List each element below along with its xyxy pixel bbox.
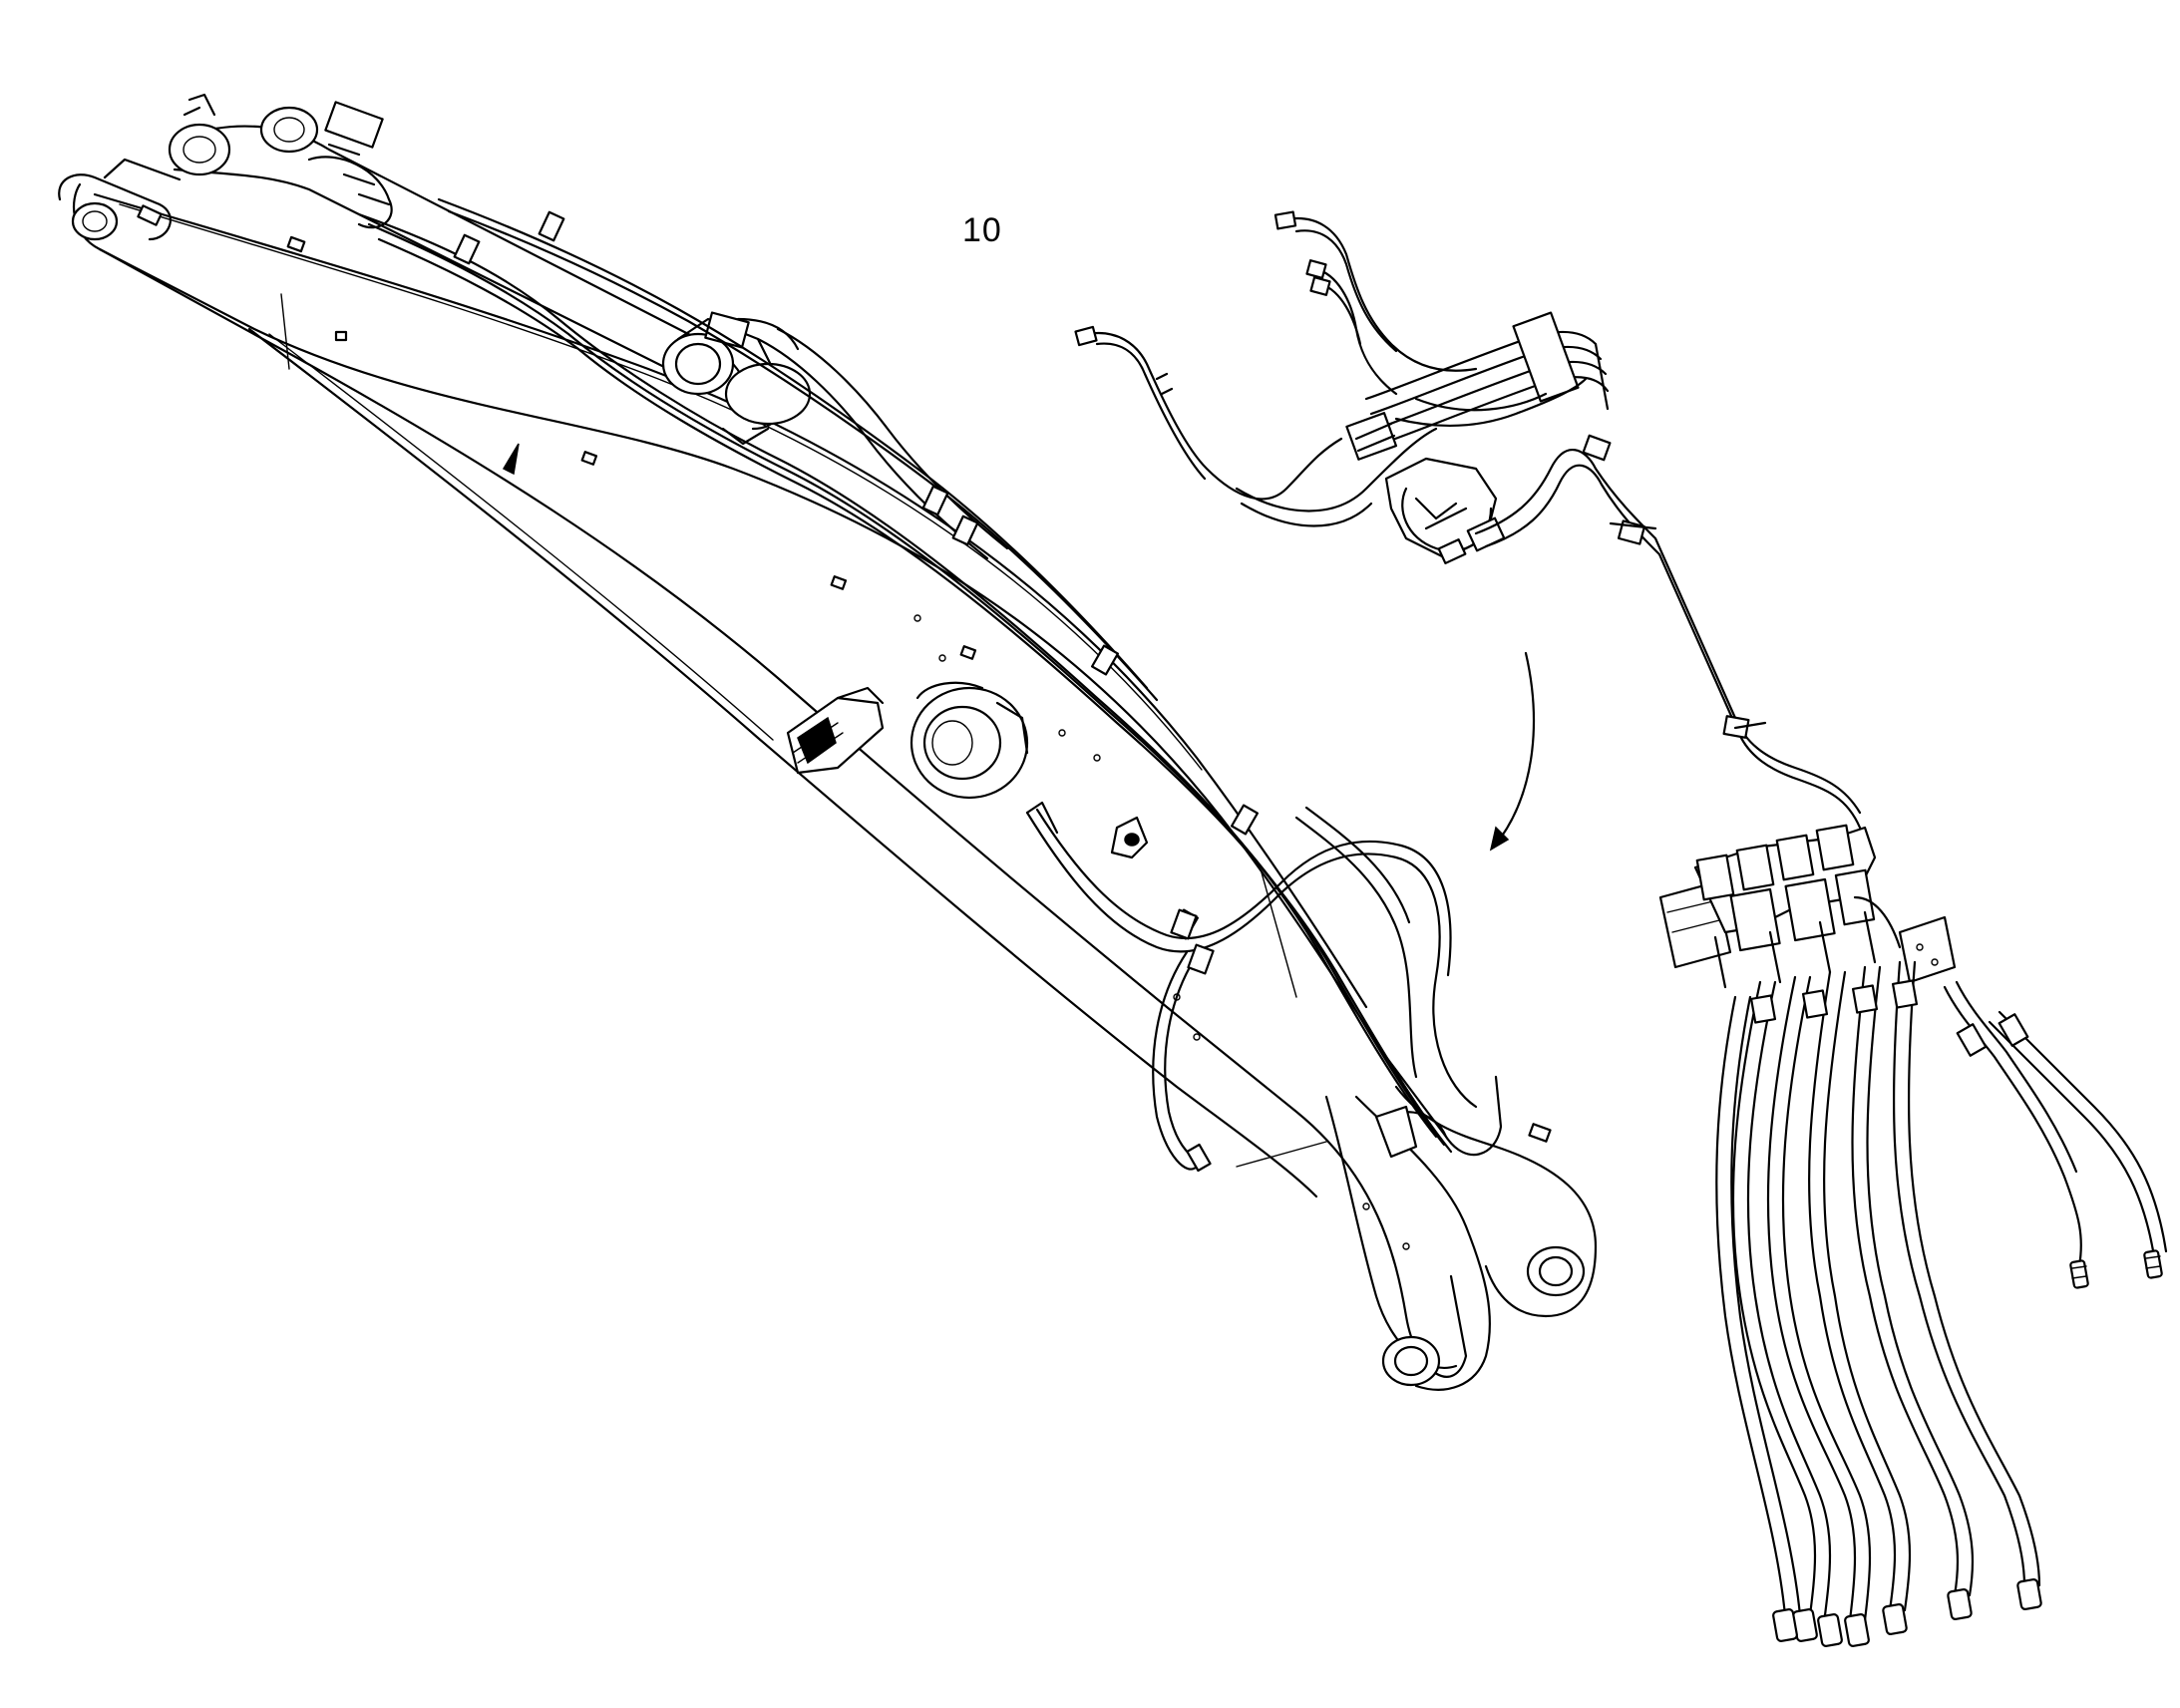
rotation-arrow [1489, 651, 1536, 852]
mid-boom-pivot-boss [909, 681, 1029, 800]
side-connector-block [786, 686, 885, 775]
cylinder-mount-bracket [661, 311, 812, 446]
boom-tip [1324, 1085, 1598, 1391]
hose-manifold-block [1658, 824, 1957, 989]
hanging-hose-bundle [1715, 960, 2042, 1647]
boom-plate-details [137, 204, 1410, 1250]
boom-hose-bundle [357, 197, 1453, 1154]
boom-foot-pivot [58, 158, 182, 241]
exploded-hose-harness [1074, 210, 1862, 830]
pilot-hose-pair [1943, 980, 2168, 1289]
lower-hose-loop [1025, 801, 1478, 1173]
reference-numeral: 10 [962, 211, 1002, 249]
boom-structure [72, 182, 1503, 1378]
boom-lug [1110, 816, 1149, 859]
